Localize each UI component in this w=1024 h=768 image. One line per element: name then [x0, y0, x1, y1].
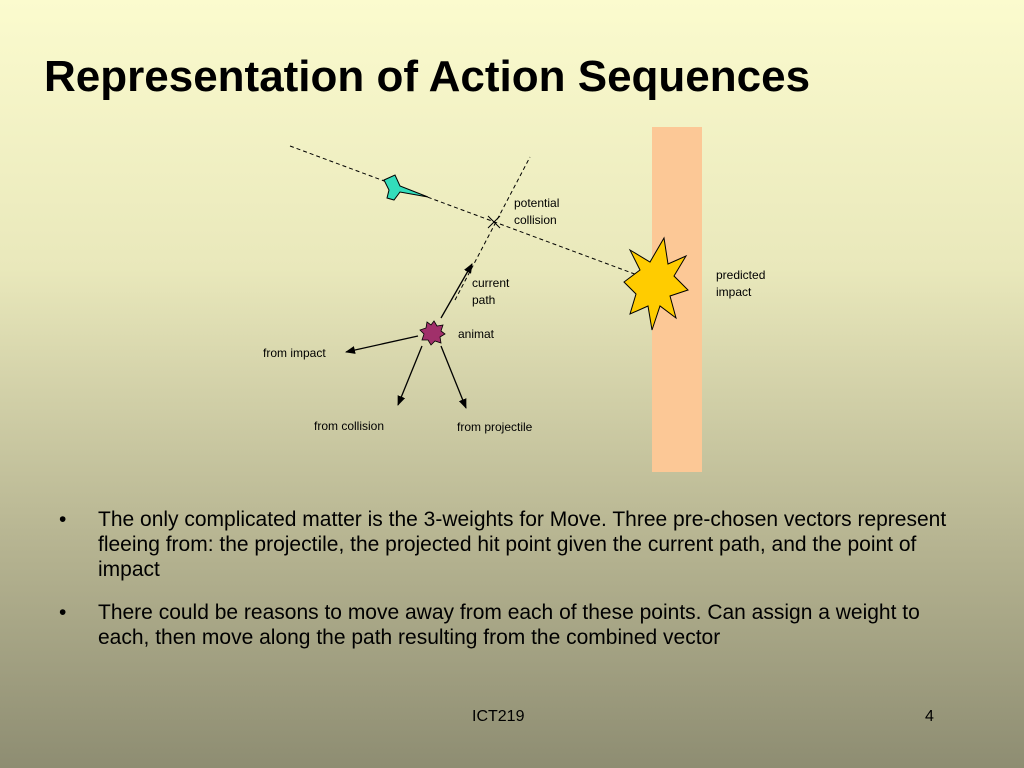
bullet-text: There could be reasons to move away from…: [98, 601, 920, 649]
animat-label: animat: [458, 327, 495, 341]
bullet-list: • The only complicated matter is the 3-w…: [56, 507, 976, 668]
current-path-label-line2: path: [472, 293, 495, 307]
page-number: 4: [925, 708, 934, 725]
bullet-text: The only complicated matter is the 3-wei…: [98, 508, 947, 581]
animat-icon: [419, 320, 446, 346]
projectile-trajectory-line: [289, 145, 641, 277]
potential-collision-label-line1: potential: [514, 196, 559, 210]
bullet-item: • There could be reasons to move away fr…: [56, 600, 976, 650]
footer-course-code: ICT219: [472, 708, 525, 725]
explosion-icon: [623, 236, 689, 331]
from-collision-label: from collision: [314, 419, 384, 433]
collision-cross-icon: [487, 215, 501, 229]
predicted-impact-label-line1: predicted: [716, 268, 765, 282]
potential-collision-label-line2: collision: [514, 213, 557, 227]
current-path-arrow: [440, 263, 473, 319]
bullet-item: • The only complicated matter is the 3-w…: [56, 507, 976, 582]
bullet-marker: •: [59, 508, 67, 531]
from-impact-arrow: [345, 335, 419, 354]
current-path-label-line1: current: [472, 276, 510, 290]
projectile-icon: [383, 174, 429, 201]
from-projectile-label: from projectile: [457, 420, 533, 434]
animat-path-line: [454, 156, 531, 301]
slide-title: Representation of Action Sequences: [44, 52, 811, 101]
from-impact-label: from impact: [263, 346, 326, 360]
from-collision-arrow: [397, 345, 423, 406]
action-sequence-diagram: potential collision predicted impact cur…: [263, 127, 765, 472]
predicted-impact-label-line2: impact: [716, 285, 752, 299]
bullet-marker: •: [59, 601, 67, 624]
from-projectile-arrow: [440, 345, 467, 409]
